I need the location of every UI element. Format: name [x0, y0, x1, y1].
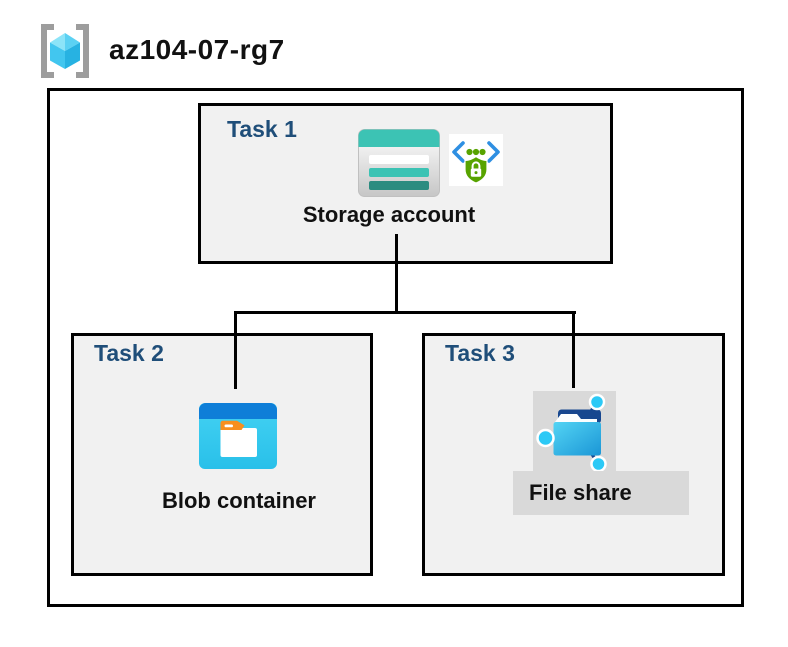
connector-to-blob-container	[234, 311, 237, 389]
resource-group-icon	[36, 22, 94, 80]
task2-label: Task 2	[94, 340, 164, 366]
file-share-label-highlight: File share	[513, 471, 689, 515]
connector-branch-bar	[234, 311, 576, 314]
task3-label: Task 3	[445, 340, 515, 366]
blob-container-icon	[199, 403, 277, 469]
resource-group-name: az104-07-rg7	[109, 34, 285, 65]
task3-box: Task 3	[422, 333, 725, 576]
storage-account-label: Storage account	[302, 202, 476, 227]
task1-box: Task 1	[198, 103, 613, 264]
connector-storage-stem	[395, 234, 398, 314]
task2-box: Task 2 Blob container	[71, 333, 373, 576]
file-share-icon	[533, 391, 616, 471]
task1-label: Task 1	[227, 116, 297, 142]
connector-to-file-share	[572, 311, 575, 388]
secure-access-icon	[449, 134, 503, 186]
file-share-label: File share	[529, 480, 632, 505]
blob-container-label: Blob container	[161, 488, 316, 513]
file-share-highlight	[533, 391, 616, 471]
storage-account-icon	[358, 129, 440, 197]
